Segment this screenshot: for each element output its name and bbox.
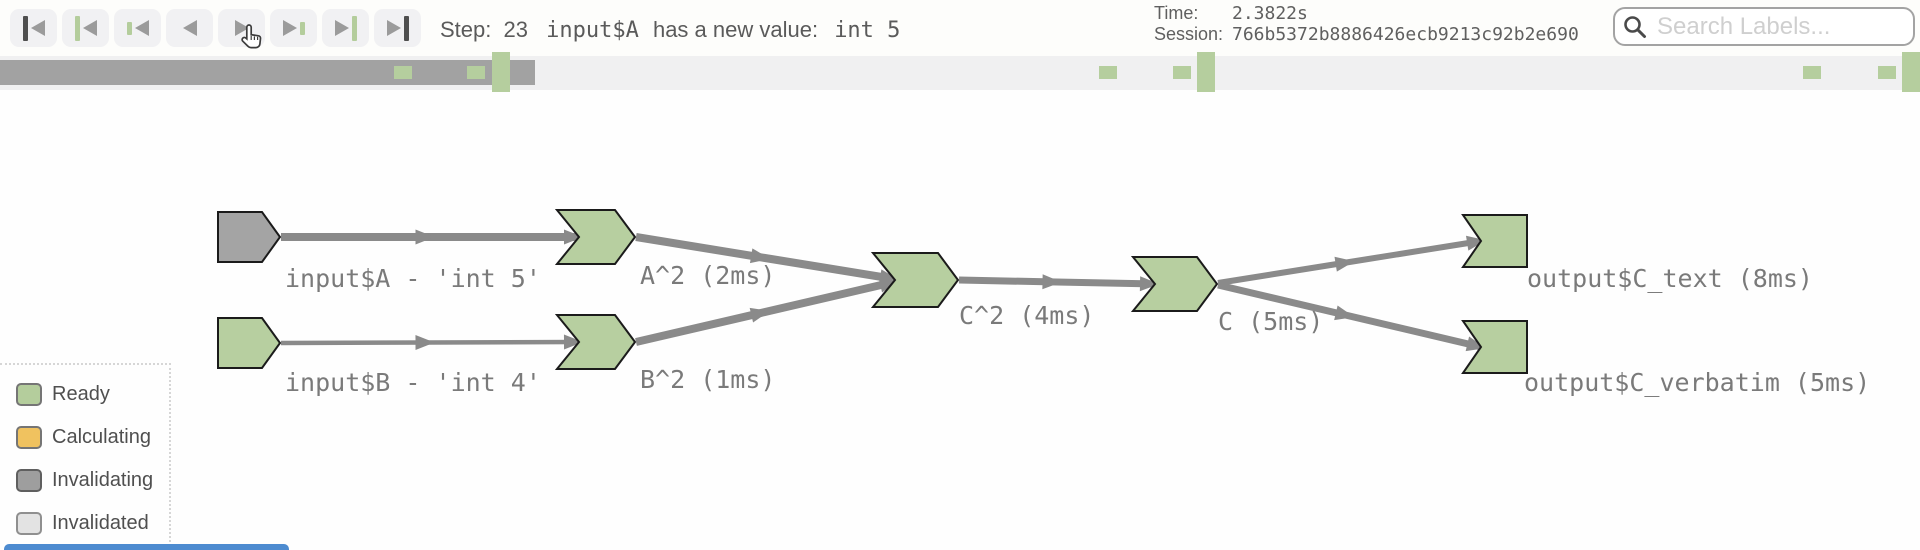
timeline-mark-major [1197,52,1215,92]
legend-item-ready: Ready [16,382,169,406]
search-box [1613,7,1915,46]
legend-label: Invalidated [52,511,149,534]
playback-button-step-forward[interactable] [218,9,265,47]
toolbar: Step: 23 input$A has a new value: int 5 … [0,0,1920,56]
green-bar-icon [126,21,132,35]
edge-B2-to-C2 [635,277,899,346]
timeline-mark-major [492,52,510,92]
legend-label: Calculating [52,425,151,448]
step-right-icon [282,20,297,36]
graph-canvas [0,90,1920,550]
edge-C-to-output-C-verbatim [1217,281,1486,352]
step-number: 23 [503,17,528,42]
timeline-mark [467,66,485,79]
graph-node-label: C (5ms) [1218,307,1323,336]
step-left-icon [134,20,149,36]
step-right-icon [334,20,349,36]
edge-A2-to-C2 [635,233,899,285]
edge-input-B-to-B2 [280,334,583,351]
step-right-icon [386,20,401,36]
timeline-mark [1878,66,1896,79]
step-message: has a new value: [652,17,819,42]
dark-bar-icon [403,15,409,41]
legend-label: Ready [52,382,110,405]
graph-node-B2[interactable] [554,314,637,370]
legend-swatch-invalidated [16,511,42,535]
time-label: Time: [1154,3,1199,23]
legend-item-invalidated: Invalidated [16,511,169,535]
search-input[interactable] [1613,7,1915,46]
step-left-icon [82,20,97,36]
legend-swatch-ready [16,382,42,406]
edge-C2-to-C [958,274,1159,292]
legend-label: Invalidating [52,468,154,491]
legend-item-calculating: Calculating [16,425,169,449]
graph-node-output-C-text[interactable] [1461,214,1528,268]
playback-button-jump-first[interactable] [10,9,57,47]
playback-button-next-idle[interactable] [270,9,317,47]
session-label: Session: [1154,24,1224,44]
green-bar-icon [74,15,80,41]
legend-swatch-calculating [16,425,42,449]
playback-button-next-input-change[interactable] [322,9,369,47]
timeline-scrubber[interactable] [0,52,1920,92]
graph-node-label: input$B - 'int 4' [285,368,541,397]
timeline-mark [1803,66,1821,79]
graph-node-input-A[interactable] [217,211,282,263]
playback-button-step-back[interactable] [166,9,213,47]
edge-C-to-output-C-text [1217,235,1486,286]
graph-node-C2[interactable] [870,252,960,308]
graph-node-label: output$C_verbatim (5ms) [1524,368,1870,397]
timeline-mark [1099,66,1117,79]
graph-node-label: input$A - 'int 5' [285,264,541,293]
bottom-accent-bar [4,544,289,550]
time-value: 2.3822s [1232,3,1308,24]
legend-swatch-invalidating [16,468,42,492]
playback-controls [10,9,421,47]
step-left-icon [182,20,197,36]
playback-button-prev-input-change[interactable] [62,9,109,47]
session-value: 766b5372b8886426ecb9213c92b2e690 [1232,24,1579,45]
playback-button-jump-last[interactable] [374,9,421,47]
graph-node-label: B^2 (1ms) [640,365,775,394]
timeline-progress-bar[interactable] [0,60,535,85]
step-left-icon [30,20,45,36]
timeline-mark [394,66,412,79]
dark-bar-icon [22,15,28,41]
playback-button-prev-idle[interactable] [114,9,161,47]
timeline-mark [1173,66,1191,79]
step-value: int 5 [834,18,901,43]
legend-item-invalidating: Invalidating [16,468,169,492]
graph-node-input-B[interactable] [217,317,282,369]
graph-node-label: C^2 (4ms) [959,301,1094,330]
graph-node-label: A^2 (2ms) [640,261,775,290]
graph-node-C[interactable] [1130,256,1219,312]
graph-node-label: output$C_text (8ms) [1527,264,1813,293]
graph-node-A2[interactable] [554,209,637,265]
timeline-mark-major [1902,52,1920,92]
step-target-name: input$A [546,18,639,43]
step-label: Step: [440,17,492,42]
step-right-icon [234,20,249,36]
graph-node-output-C-verbatim[interactable] [1461,320,1528,374]
time-session-info: Time: 2.3822s Session: 766b5372b8886426e… [1154,3,1579,45]
green-bar-icon [351,15,357,41]
green-bar-icon [299,21,305,35]
step-status-text: Step: 23 input$A has a new value: int 5 [440,17,900,43]
